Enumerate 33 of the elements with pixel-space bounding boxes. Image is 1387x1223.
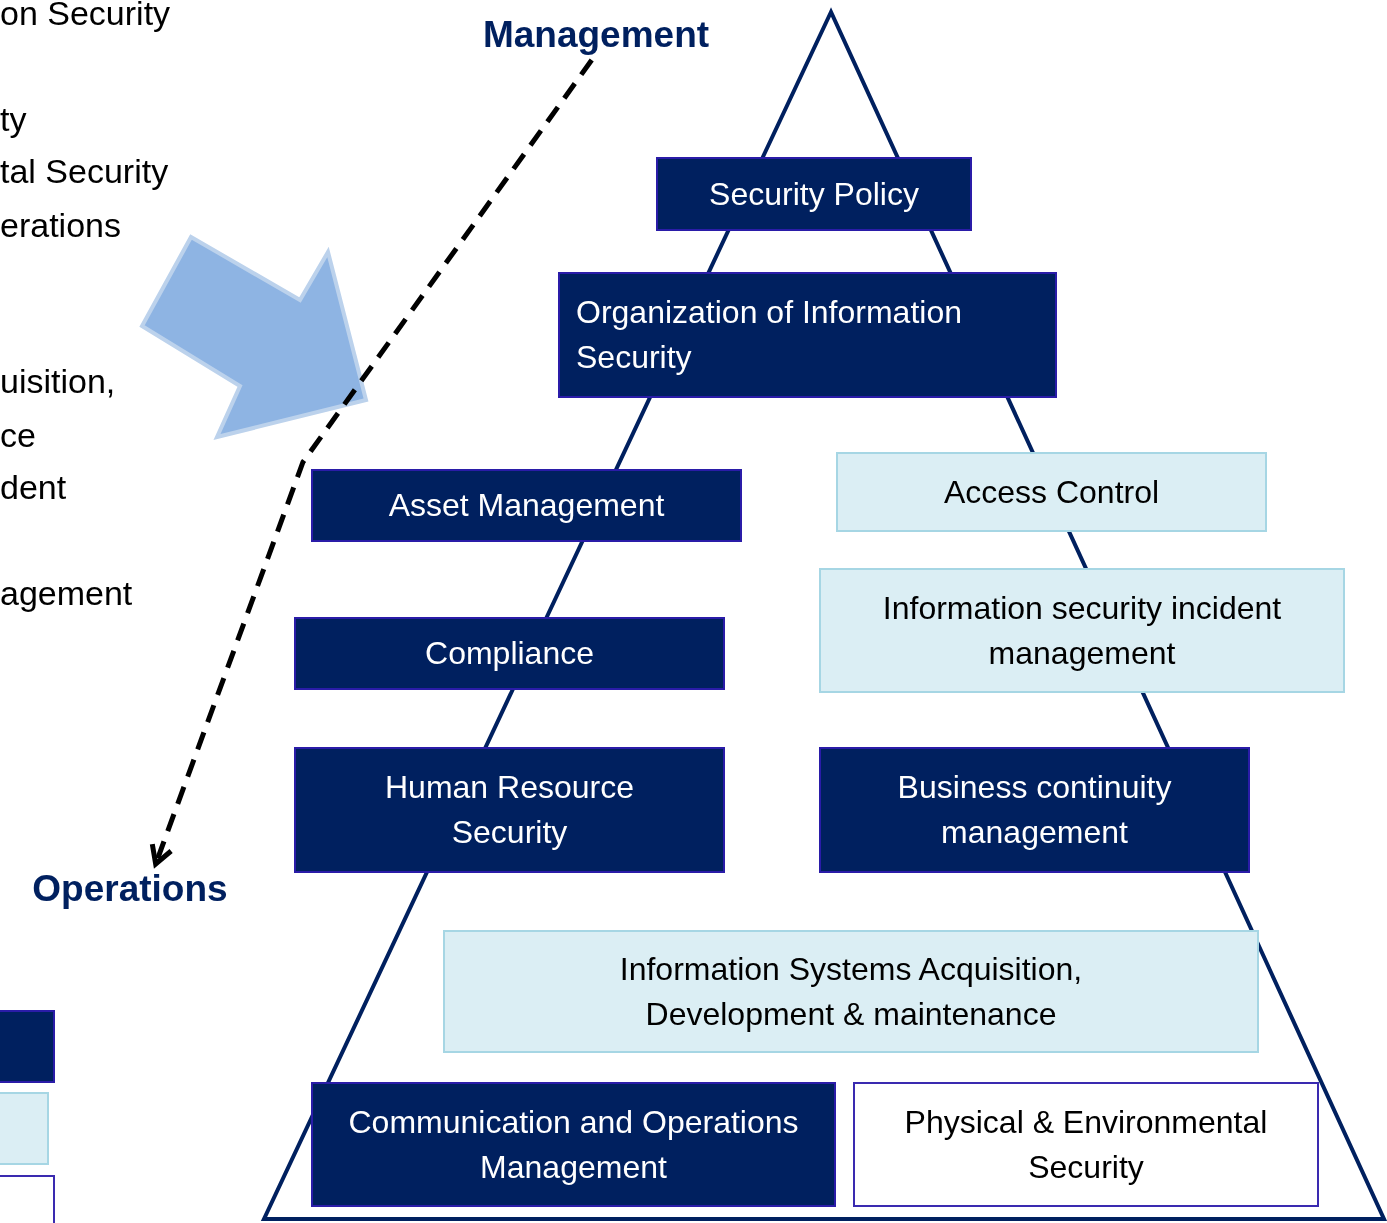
control-box [294, 747, 725, 873]
dashed-arrow [149, 58, 594, 867]
box-text: Information security incident management [881, 588, 1283, 673]
text-fragment: ty [0, 100, 27, 139]
control-box [443, 930, 1259, 1053]
control-box [294, 617, 725, 690]
box-text: Human Resource Security [384, 768, 635, 852]
control-box [819, 568, 1345, 693]
control-box [558, 272, 1057, 398]
text-fragment: uisition, [0, 362, 116, 401]
control-box [311, 1082, 836, 1207]
box-text: Security Policy [709, 174, 919, 214]
box-text: Organization of Information Security [576, 293, 963, 377]
control-box [311, 469, 742, 542]
control-box [656, 157, 972, 231]
text-fragment: erations [0, 206, 121, 245]
control-box [836, 452, 1267, 532]
box-text: Information Systems Acquisition, Development & maintenance [618, 949, 1084, 1034]
text-fragment: ce [0, 416, 36, 455]
box-text: Access Control [943, 472, 1160, 512]
heading-text: Management [482, 13, 710, 58]
text-fragment: dent [0, 468, 67, 507]
box-text: Business continuity management [896, 768, 1173, 852]
control-box [819, 747, 1250, 873]
text-fragment: tal Security [0, 152, 169, 191]
heading-text: Operations [32, 867, 228, 912]
text-fragment: on Security [0, 0, 171, 33]
box-text: Asset Management [388, 486, 665, 526]
box-text: Compliance [425, 634, 594, 674]
box-text: Communication and Operations Management [348, 1102, 799, 1187]
box-text: Physical & Environmental Security [903, 1102, 1269, 1187]
control-box [853, 1082, 1319, 1207]
text-fragment: agement [0, 574, 133, 613]
